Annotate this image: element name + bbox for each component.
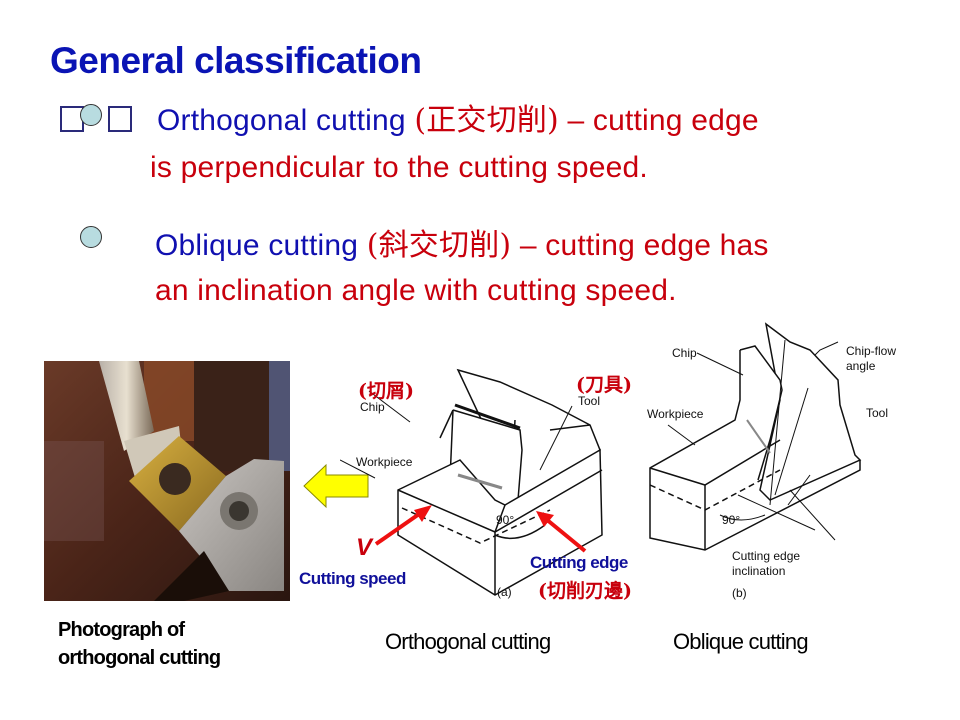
red-arrow-icon (536, 511, 587, 553)
red-arrow-icon (374, 505, 432, 546)
label-chip-flow-2: angle (846, 359, 876, 373)
term-oblique-cn: (斜交切削) (366, 228, 512, 263)
label-workpiece-a: Workpiece (356, 455, 413, 469)
term-orthogonal: Orthogonal cutting (157, 104, 406, 137)
desc-oblique-2: an inclination angle with cutting speed. (155, 274, 677, 307)
label-tool-b: Tool (866, 406, 889, 420)
dash: – (511, 229, 546, 262)
label-sublabel-b: (b) (732, 586, 747, 600)
label-chip-b: Chip (672, 346, 697, 360)
direction-arrow-icon (303, 463, 369, 509)
desc-orthogonal-1: cutting edge (592, 104, 759, 137)
label-cutting-edge-cn: (切削刃邊) (538, 580, 632, 602)
label-tool-cn: (刀具) (576, 374, 632, 396)
bullet-circle-icon (80, 104, 102, 126)
orthogonal-cutting-photo (44, 361, 290, 601)
label-sublabel-a: (a) (497, 585, 512, 599)
dash: – (558, 104, 593, 137)
label-angle-a: 90° (496, 513, 515, 527)
label-chip-a: Chip (360, 400, 385, 414)
label-cutting-edge: Cutting edge (530, 553, 628, 572)
caption-photo-line1: Photograph of (58, 619, 185, 641)
term-oblique: Oblique cutting (155, 229, 359, 262)
desc-oblique-1: cutting edge has (545, 229, 769, 262)
term-orthogonal-cn: (正交切削) (414, 103, 559, 138)
label-tool-a: Tool (578, 394, 601, 408)
label-incl-1: Cutting edge (732, 549, 801, 563)
label-chip-cn: (切屑) (358, 380, 414, 402)
label-incl-2: inclination (732, 564, 786, 578)
bullet-circle-icon (80, 226, 102, 248)
caption-orthogonal: Orthogonal cutting (385, 629, 551, 654)
bullet-orthogonal-line1: Orthogonal cutting (正交切削) – cutting edge (157, 101, 759, 141)
caption-photo-line2: orthogonal cutting (58, 647, 221, 669)
label-angle-b: 90° (722, 513, 741, 527)
orthogonal-cutting-diagram (340, 368, 603, 596)
label-chip-flow-1: Chip-flow (846, 344, 897, 358)
slide-title: General classification (50, 40, 422, 81)
label-cutting-speed: Cutting speed (299, 569, 406, 588)
label-velocity: V (356, 534, 373, 561)
placeholder-box-icon (108, 106, 132, 132)
desc-orthogonal-2: is perpendicular to the cutting speed. (150, 151, 648, 184)
caption-oblique: Oblique cutting (673, 629, 809, 654)
oblique-cutting-diagram (649, 322, 862, 551)
bullet-oblique-line1: Oblique cutting (斜交切削) – cutting edge ha… (155, 226, 769, 266)
label-workpiece-b: Workpiece (647, 407, 704, 421)
